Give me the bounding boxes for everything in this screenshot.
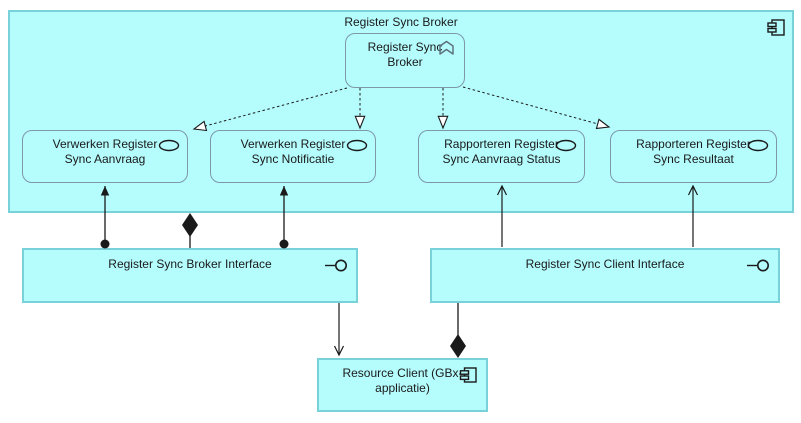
node-label-line1: Verwerken Register [240,137,346,151]
node-label-line2: Sync Notificatie [251,152,335,166]
node-label-line2: applicatie) [375,381,430,395]
node-label: Register Sync Client Interface [525,257,685,271]
node-label-line1: Resource Client (GBx- [342,366,463,380]
composition-resource-client-to-client-interface[interactable] [450,303,466,358]
node-label-line1: Rapporteren Register [444,137,559,151]
node-label-line2: Sync Aanvraag [64,152,146,166]
node-register-sync-broker-function[interactable]: Register Sync Broker [345,33,465,88]
node-rapporteren-register-sync-aanvraag-status[interactable]: Rapporteren Register Sync Aanvraag Statu… [418,130,585,183]
node-register-sync-broker-interface[interactable]: Register Sync Broker Interface [22,248,358,303]
node-label-line1: Register Sync [367,40,443,54]
node-register-sync-client-interface[interactable]: Register Sync Client Interface [430,248,780,303]
node-label-line2: Sync Resultaat [653,152,734,166]
node-label: Register Sync Broker Interface [108,257,272,271]
node-label-line2: Broker [387,55,423,69]
node-label-line1: Verwerken Register [52,137,158,151]
node-resource-client[interactable]: Resource Client (GBx- applicatie) [317,358,488,412]
container-title: Register Sync Broker [344,15,458,29]
node-verwerken-register-sync-aanvraag[interactable]: Verwerken Register Sync Aanvraag [22,130,188,183]
node-rapporteren-register-sync-resultaat[interactable]: Rapporteren Register Sync Resultaat [610,130,777,183]
node-verwerken-register-sync-notificatie[interactable]: Verwerken Register Sync Notificatie [210,130,376,183]
node-label-line1: Rapporteren Register [636,137,751,151]
composition-broker-to-broker-interface[interactable] [182,213,198,248]
node-label-line2: Sync Aanvraag Status [442,152,561,166]
